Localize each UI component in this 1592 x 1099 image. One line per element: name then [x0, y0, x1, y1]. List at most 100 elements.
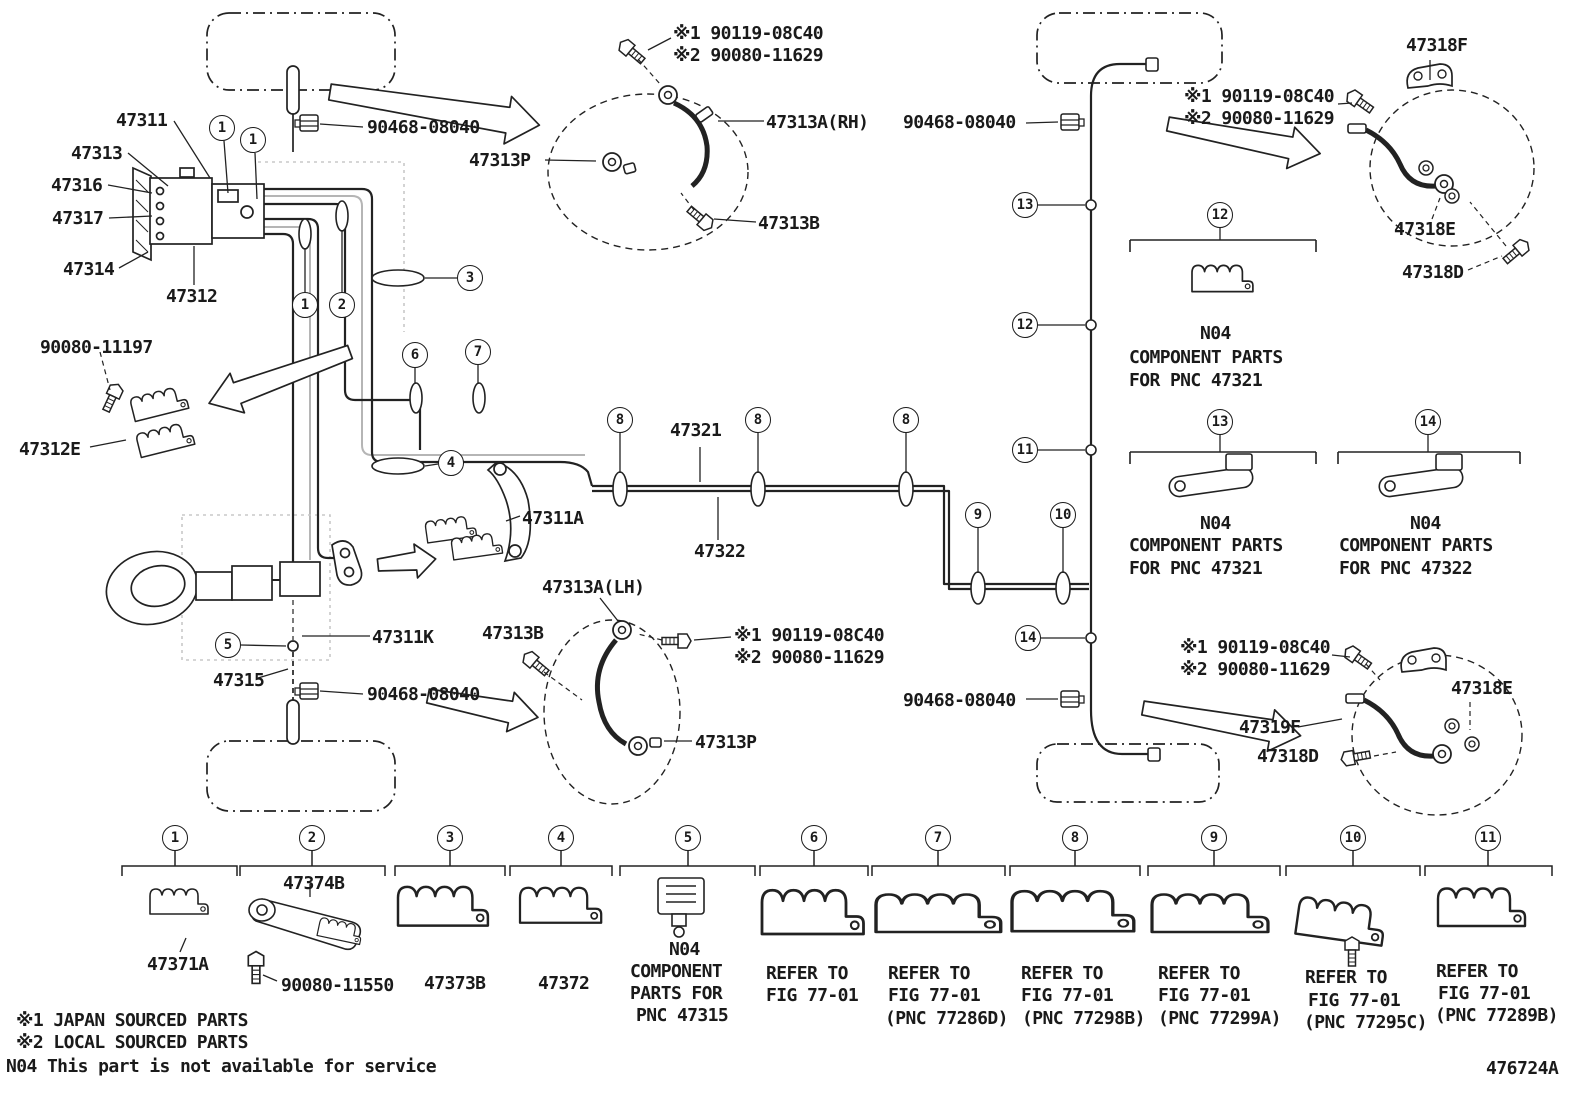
callout-3: 3 — [457, 265, 483, 291]
label-sourced-1-mid: ※1 90119-08C40 — [734, 625, 885, 646]
label-for-pnc-47322-14: FOR PNC 47322 — [1339, 558, 1473, 579]
legend-label-47373B: 47373B — [424, 973, 486, 994]
hose-47313A-LH — [519, 620, 692, 756]
label-47322: 47322 — [694, 541, 746, 562]
wheel-outlines — [206, 12, 1223, 812]
label-sourced-2-rb: ※2 90080-11629 — [1180, 659, 1331, 680]
legend-label-47374B: 47374B — [283, 873, 345, 894]
booster-assembly — [105, 540, 363, 626]
brake-tubes — [172, 62, 1148, 756]
label-47318E-top: 47318E — [1394, 219, 1456, 240]
legend-label-fig-8: FIG 77-01 — [1021, 985, 1114, 1006]
tube-end-fittings — [1145, 57, 1161, 762]
label-component-parts-13: COMPONENT PARTS — [1129, 535, 1283, 556]
label-90080-11197: 90080-11197 — [40, 337, 153, 358]
label-n04-13: N04 — [1200, 513, 1231, 534]
legend-label-47372: 47372 — [538, 973, 590, 994]
legend-num-4: 4 — [548, 825, 574, 851]
label-47313P-bottom: 47313P — [695, 732, 757, 753]
callout-12a: 12 — [1012, 312, 1038, 338]
label-47316: 47316 — [51, 175, 103, 196]
clamps-47312E — [98, 380, 196, 459]
label-sourced-2-top: ※2 90080-11629 — [673, 45, 824, 66]
label-47321: 47321 — [670, 420, 722, 441]
legend-label-partsfor-5: PARTS FOR — [630, 983, 723, 1004]
label-47314: 47314 — [63, 259, 115, 280]
legend-label-pnc-8: (PNC 77298B) — [1022, 1008, 1145, 1029]
legend-num-11: 11 — [1475, 825, 1501, 851]
component-part-groups — [1129, 239, 1521, 498]
legend-num-3: 3 — [437, 825, 463, 851]
label-47311: 47311 — [116, 110, 168, 131]
label-47317: 47317 — [52, 208, 104, 229]
callout-8a: 8 — [607, 407, 633, 433]
label-47312: 47312 — [166, 286, 218, 307]
label-47311A: 47311A — [522, 508, 584, 529]
callout-14a: 14 — [1415, 409, 1441, 435]
callout-8b: 8 — [745, 407, 771, 433]
label-component-parts-12: COMPONENT PARTS — [1129, 347, 1283, 368]
footnote-japan-sourced: ※1 JAPAN SOURCED PARTS — [16, 1010, 248, 1031]
legend-label-refer-11: REFER TO — [1436, 961, 1519, 982]
hose-47319F — [1339, 642, 1480, 768]
legend-num-1: 1 — [162, 825, 188, 851]
legend-label-refer-8: REFER TO — [1021, 963, 1104, 984]
legend-label-pnc-7: (PNC 77286D) — [885, 1008, 1008, 1029]
label-47318D-top: 47318D — [1402, 262, 1464, 283]
label-n04-12: N04 — [1200, 323, 1231, 344]
legend-num-5: 5 — [675, 825, 701, 851]
label-47318D-bottom: 47318D — [1257, 746, 1319, 767]
label-47313P-top: 47313P — [469, 150, 531, 171]
label-47318E-bottom: 47318E — [1451, 678, 1513, 699]
leader-lines — [89, 37, 1431, 982]
legend-num-7: 7 — [925, 825, 951, 851]
callout-12b: 12 — [1207, 202, 1233, 228]
callout-10: 10 — [1050, 502, 1076, 528]
label-47319F: 47319F — [1239, 717, 1301, 738]
label-90468-08040-tl: 90468-08040 — [367, 117, 480, 138]
callout-6: 6 — [402, 342, 428, 368]
callout-7: 7 — [465, 339, 491, 365]
drawing-number: 476724A — [1486, 1058, 1559, 1079]
footnote-n04: N04 This part is not available for servi… — [6, 1056, 437, 1077]
legend-label-component-5: COMPONENT — [630, 961, 723, 982]
callout-1a: 1 — [209, 115, 235, 141]
legend-label-refer-10: REFER TO — [1305, 967, 1388, 988]
legend-brackets — [121, 851, 1553, 876]
block-clamp-47315 — [657, 877, 705, 938]
callout-1c: 1 — [292, 292, 318, 318]
callout-5: 5 — [215, 632, 241, 658]
label-90468-08040-bl: 90468-08040 — [367, 684, 480, 705]
clamp-with-bolt-10 — [1294, 895, 1388, 967]
legend-num-9: 9 — [1201, 825, 1227, 851]
hose-47313A-RH — [602, 36, 717, 234]
legend-label-fig-11: FIG 77-01 — [1438, 983, 1531, 1004]
legend-label-fig-10: FIG 77-01 — [1308, 990, 1401, 1011]
legend-num-8: 8 — [1062, 825, 1088, 851]
label-47313B-bottom: 47313B — [482, 623, 544, 644]
legend-label-fig-7: FIG 77-01 — [888, 985, 981, 1006]
master-cylinder-assembly — [132, 166, 265, 262]
bracket-47311A — [424, 461, 532, 563]
callout-leaders — [223, 140, 1429, 647]
callout-9: 9 — [965, 502, 991, 528]
legend-num-6: 6 — [801, 825, 827, 851]
legend-label-pnc-11: (PNC 77289B) — [1435, 1005, 1558, 1026]
label-sourced-1-rt: ※1 90119-08C40 — [1184, 86, 1335, 107]
callout-8c: 8 — [893, 407, 919, 433]
legend-label-refer-6: REFER TO — [766, 963, 849, 984]
label-90468-08040-tr: 90468-08040 — [903, 112, 1016, 133]
legend-label-refer-9: REFER TO — [1158, 963, 1241, 984]
callout-13b: 13 — [1207, 409, 1233, 435]
legend-label-fig-6: FIG 77-01 — [766, 985, 859, 1006]
label-47312E: 47312E — [19, 439, 81, 460]
legend-label-pnc-10: (PNC 77295C) — [1304, 1012, 1427, 1033]
legend-label-pnc-9: (PNC 77299A) — [1158, 1008, 1281, 1029]
connector-pins — [286, 65, 300, 745]
legend-icons — [149, 877, 1527, 985]
callout-14b: 14 — [1015, 625, 1041, 651]
callout-2: 2 — [329, 292, 355, 318]
label-47313A-RH: 47313A(RH) — [766, 112, 869, 133]
